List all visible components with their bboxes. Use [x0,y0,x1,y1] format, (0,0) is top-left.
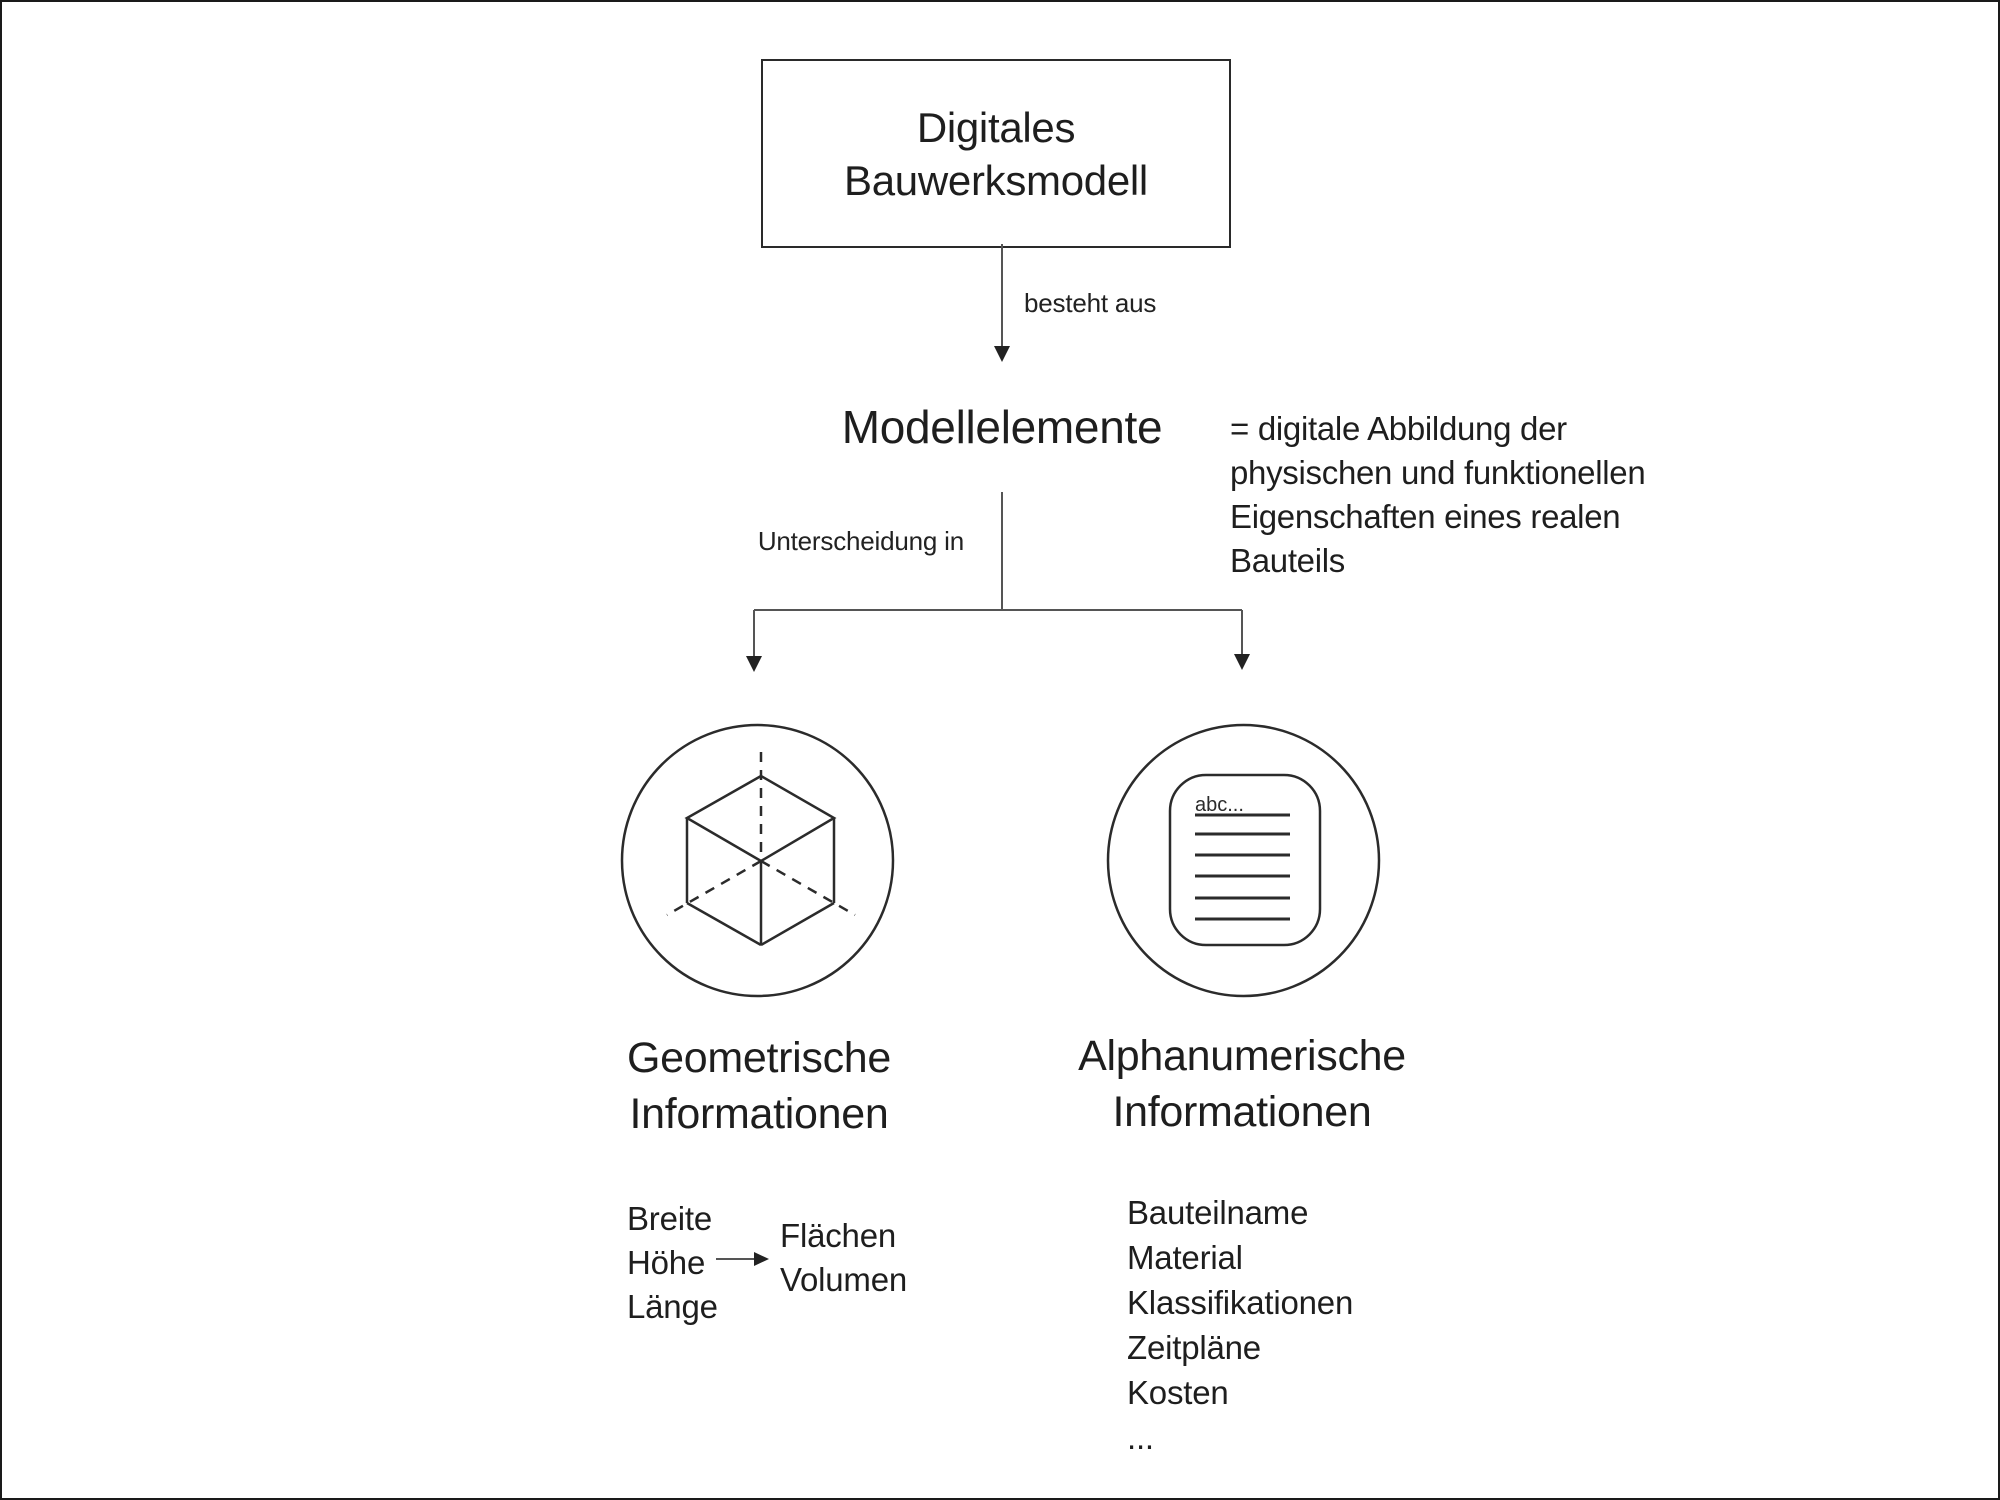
root-node-box: Digitales Bauwerksmodell [761,59,1231,248]
arrow-down-icon [994,244,1010,362]
list-item: Bauteilname [1127,1194,1309,1231]
list-item: Zeitpläne [1127,1329,1261,1366]
root-node-title: Digitales Bauwerksmodell [844,103,1148,204]
alphanumeric-title: Alphanumerische Informationen [1078,1032,1406,1136]
model-elements-title: Modellelemente [841,401,1163,453]
branch-connector-icon [746,492,1250,672]
list-item: Kosten [1127,1374,1229,1411]
document-text-icon: abc... [1106,723,1381,998]
list-item: Klassifikationen [1127,1284,1354,1321]
list-item: Volumen [780,1261,908,1298]
arrow-right-icon [716,1252,769,1266]
list-item: ... [1127,1419,1154,1456]
model-elements-definition: = digitale Abbildung der physischen und … [1230,410,1646,579]
list-item: Material [1127,1239,1243,1276]
edge-label-besteht-aus: besteht aus [1024,288,1157,318]
document-abc-label: abc... [1195,794,1244,816]
list-item: Breite [627,1200,713,1237]
geometric-title: Geometrische Informationen [626,1034,892,1138]
list-item: Länge [627,1288,718,1325]
edge-label-unterscheidung: Unterscheidung in [757,526,964,556]
list-item: Höhe [627,1244,706,1281]
cube-axes-icon [620,723,895,998]
list-item: Flächen [780,1217,897,1254]
